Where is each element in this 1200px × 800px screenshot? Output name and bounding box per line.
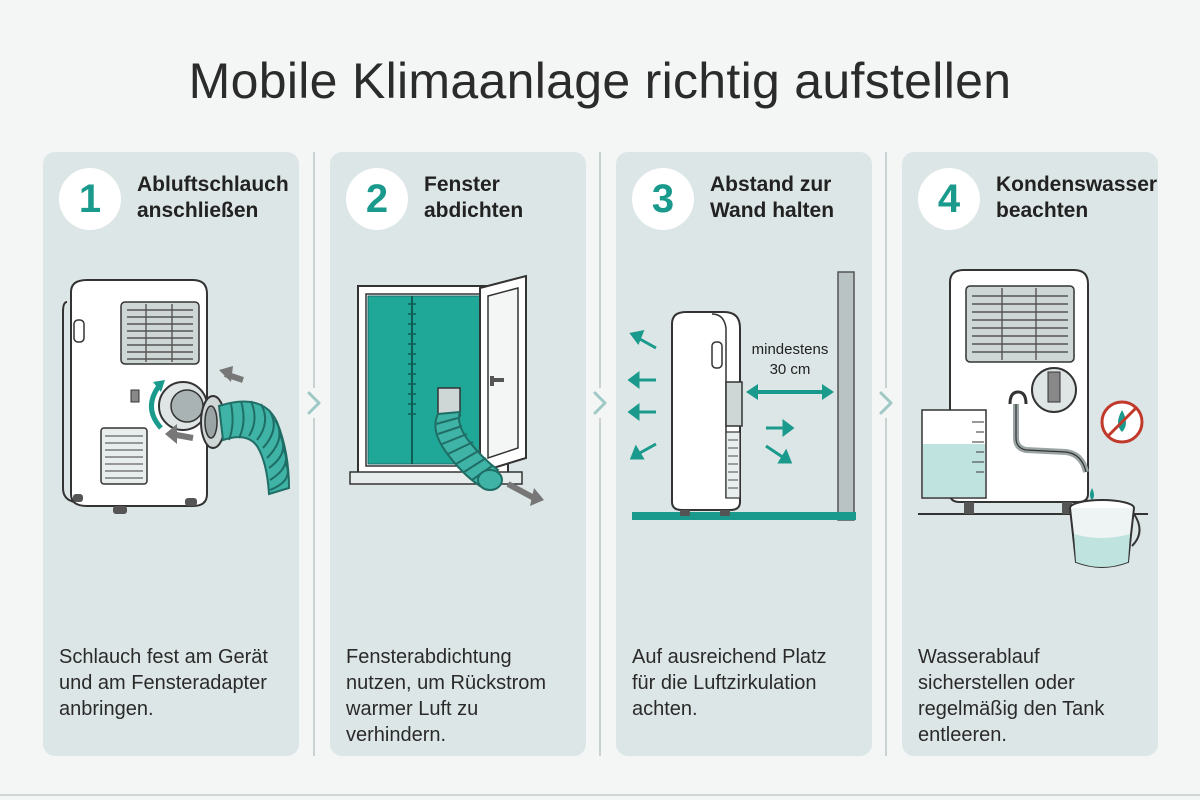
caption-line: warmer Luft zu xyxy=(346,698,479,720)
step-caption: Schlauch fest am Gerät und am Fensterada… xyxy=(59,644,287,722)
step-card-4: 4 Kondenswasser beachten xyxy=(902,152,1158,756)
caption-line: achten. xyxy=(632,698,698,720)
step-card-2: 2 Fenster abdichten xyxy=(330,152,586,756)
step-heading-line: beachten xyxy=(996,199,1089,222)
step-number: 4 xyxy=(918,168,980,230)
portable-ac-hose-icon xyxy=(43,262,299,582)
window-seal-icon xyxy=(330,262,586,582)
step-heading-line: Fenster xyxy=(424,173,500,196)
caption-line: nutzen, um Rückstrom xyxy=(346,672,547,694)
step-heading-line: Wand halten xyxy=(710,199,835,222)
chevron-right-icon xyxy=(873,388,899,418)
step-caption: Auf ausreichend Platz für die Luftzirkul… xyxy=(632,644,860,722)
step-heading-line: anschließen xyxy=(137,199,259,222)
step-card-1: 1 Abluftschlauch anschließen xyxy=(43,152,299,756)
page-title: Mobile Klimaanlage richtig aufstellen xyxy=(188,53,1012,109)
divider xyxy=(885,152,887,756)
caption-line: anbringen. xyxy=(59,698,154,720)
caption-line: Auf ausreichend Platz xyxy=(632,646,827,668)
bottom-rule xyxy=(0,794,1200,796)
step-heading: Abluftschlauch anschließen xyxy=(137,172,297,224)
caption-line: und am Fensteradapter xyxy=(59,672,267,694)
divider xyxy=(313,152,315,756)
step-heading-line: Abluftschlauch xyxy=(137,173,289,196)
caption-line: sicherstellen oder xyxy=(918,672,1075,694)
caption-line: Fensterabdichtung xyxy=(346,646,512,668)
step-heading: Fenster abdichten xyxy=(424,172,584,224)
caption-line: entleeren. xyxy=(918,724,1007,746)
distance-label: mindestens xyxy=(752,341,829,358)
step-heading-line: Abstand zur xyxy=(710,173,832,196)
wall-distance-icon: mindestens 30 cm xyxy=(616,262,872,582)
step-card-3: 3 Abstand zur Wand halten xyxy=(616,152,872,756)
chevron-right-icon xyxy=(301,388,327,418)
step-number: 3 xyxy=(632,168,694,230)
divider xyxy=(599,152,601,756)
caption-line: Schlauch fest am Gerät xyxy=(59,646,268,668)
step-number: 1 xyxy=(59,168,121,230)
caption-line: Wasserablauf xyxy=(918,646,1040,668)
step-heading: Kondenswasser beachten xyxy=(996,172,1158,224)
condensate-drain-icon xyxy=(902,262,1158,582)
step-caption: Wasserablauf sicherstellen oder regelmäß… xyxy=(918,644,1146,748)
step-heading: Abstand zur Wand halten xyxy=(710,172,870,224)
caption-line: verhindern. xyxy=(346,724,447,746)
step-caption: Fensterabdichtung nutzen, um Rückstrom w… xyxy=(346,644,574,748)
distance-label: 30 cm xyxy=(770,361,811,378)
step-number: 2 xyxy=(346,168,408,230)
chevron-right-icon xyxy=(587,388,613,418)
step-heading-line: abdichten xyxy=(424,199,524,222)
caption-line: regelmäßig den Tank xyxy=(918,698,1105,720)
step-heading-line: Kondenswasser xyxy=(996,173,1158,196)
caption-line: für die Luftzirkulation xyxy=(632,672,817,694)
